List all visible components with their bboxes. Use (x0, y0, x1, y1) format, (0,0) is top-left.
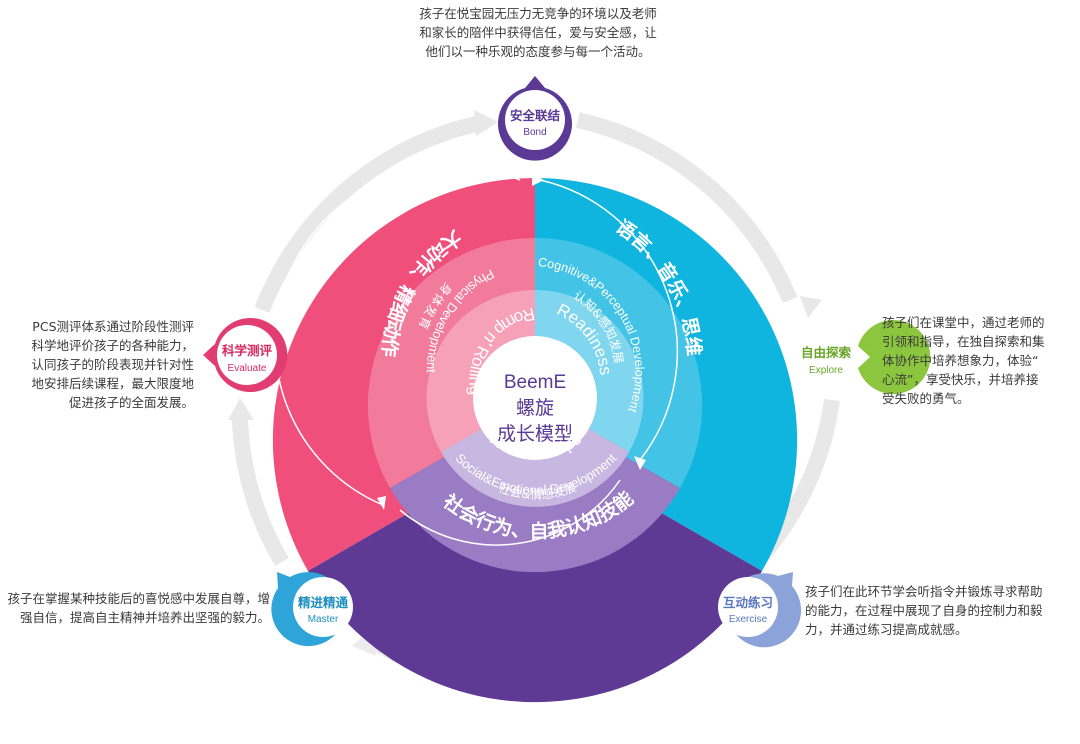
node-master: 精进精通 Master (271, 572, 353, 647)
explore-description: 孩子们在课堂中，通过老师的 引领和指导，在独自探索和集 体协作中培养想象力，体验… (882, 313, 1072, 408)
cycle-arc-master-evaluate (232, 419, 289, 567)
node-evaluate: 科学测评 Evaluate (203, 318, 288, 392)
evaluate-description-line: PCS测评体系通过阶段性测评 (32, 319, 194, 334)
pin-bubble-icon (858, 320, 931, 395)
master-subtitle: Master (308, 614, 339, 625)
bond-description-line: 他们以一种乐观的态度参与每一个活动。 (425, 44, 651, 59)
cycle-arc-bond-explore (576, 112, 798, 304)
cycle-arrowhead (800, 296, 822, 318)
explore-subtitle: Explore (809, 365, 843, 376)
bond-title: 安全联结 (510, 108, 561, 123)
spiral-arrowhead (634, 456, 646, 470)
evaluate-title: 科学测评 (222, 343, 273, 358)
evaluate-subtitle: Evaluate (228, 363, 267, 374)
evaluate-description-line: 地安排后续课程，最大限度地 (31, 376, 194, 391)
master-description: 孩子在掌握某种技能后的喜悦感中发展自尊，增 强自信，提高自主精神并培养出坚强的毅… (4, 589, 270, 627)
bond-description-line: 孩子在悦宝园无压力无竞争的环境以及老师 (419, 6, 657, 21)
node-explore: 自由探索 Explore (796, 320, 931, 395)
exercise-description-line: 孩子们在此环节学会听指令并锻炼寻求帮助 (805, 584, 1043, 599)
spiral-arrowhead (532, 174, 544, 186)
explore-description-line: 引领和指导，在独自探索和集 (882, 334, 1045, 349)
explore-description-line: 受失败的勇气。 (882, 391, 970, 406)
evaluate-description: PCS测评体系通过阶段性测评 科学地评价孩子的各种能力， 认同孩子的阶段表现并针… (4, 317, 194, 412)
evaluate-description-line: 科学地评价孩子的各种能力， (31, 338, 194, 353)
exercise-description-line: 力，并通过练习提高成就感。 (805, 622, 968, 637)
explore-description-line: 体协作中培养想象力，体验“ (882, 353, 1039, 368)
explore-description-line: 孩子们在课堂中，通过老师的 (882, 315, 1045, 330)
node-exercise: 互动练习 Exercise (718, 572, 802, 648)
spiral-arrow (274, 165, 679, 546)
exercise-description: 孩子们在此环节学会听指令并锻炼寻求帮助 的能力，在过程中展现了自身的控制力和毅 … (805, 582, 1075, 639)
explore-description-line: 心流”，享受快乐，并培养接 (882, 372, 1039, 387)
center-subtitle-2: 成长模型 (497, 423, 573, 445)
spiral-arrowhead (377, 496, 386, 510)
exercise-title: 互动练习 (723, 595, 773, 610)
evaluate-description-line: 促进孩子的全面发展。 (68, 395, 194, 410)
master-description-line: 强自信，提高自主精神并培养出坚强的毅力。 (19, 610, 270, 625)
exercise-description-line: 的能力，在过程中展现了自身的控制力和毅 (805, 603, 1043, 618)
master-description-line: 孩子在掌握某种技能后的喜悦感中发展自尊，增 (7, 591, 270, 606)
bond-subtitle: Bond (523, 127, 546, 138)
cycle-arrowhead (474, 110, 498, 136)
center-circle (473, 336, 597, 460)
center-subtitle: 螺旋 (516, 397, 554, 419)
master-title: 精进精通 (298, 595, 349, 610)
center-title: BeemE (504, 372, 566, 393)
explore-title: 自由探索 (801, 345, 852, 360)
node-bond: 安全联结 Bond (497, 76, 572, 161)
cycle-arrowhead (228, 398, 254, 420)
bond-description-line: 和家长的陪伴中获得信任，爱与安全感，让 (419, 25, 657, 40)
bond-description: 孩子在悦宝园无压力无竞争的环境以及老师 和家长的陪伴中获得信任，爱与安全感，让 … (368, 4, 708, 61)
cycle-arc-evaluate-bond (254, 114, 488, 313)
evaluate-description-line: 认同孩子的阶段表现并针对性 (31, 357, 194, 372)
exercise-subtitle: Exercise (729, 614, 768, 625)
